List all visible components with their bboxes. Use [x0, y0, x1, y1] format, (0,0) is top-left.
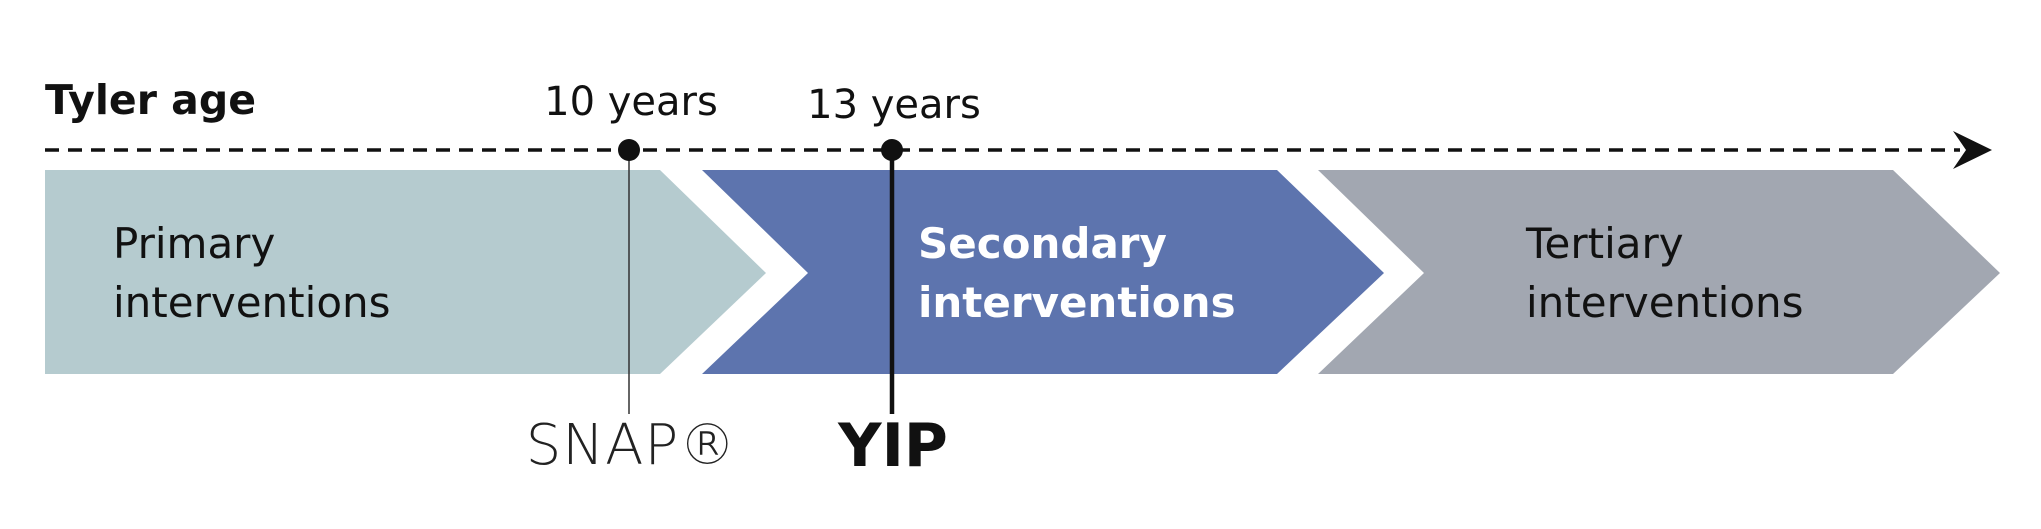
program-label-yip: YIP — [838, 411, 948, 481]
stage-secondary-label: Secondary interventions — [918, 214, 1236, 332]
marker-13-years-dot — [881, 139, 903, 161]
marker-10-years-dot — [618, 139, 640, 161]
stage-secondary-line1: Secondary — [918, 219, 1167, 268]
stage-tertiary-line2: interventions — [1526, 278, 1804, 327]
stage-primary-line2: interventions — [113, 278, 391, 327]
stage-secondary-chevron — [702, 170, 1384, 374]
axis-title: Tyler age — [45, 76, 257, 124]
stage-tertiary-chevron — [1318, 170, 2000, 374]
stage-tertiary-label: Tertiary interventions — [1526, 214, 1804, 332]
stage-tertiary-line1: Tertiary — [1526, 219, 1684, 268]
program-label-snap: SNAP® — [525, 413, 737, 478]
stage-primary-line1: Primary — [113, 219, 276, 268]
stage-primary-label: Primary interventions — [113, 214, 391, 332]
age-label-13-years: 13 years — [807, 82, 981, 128]
stage-primary-chevron — [45, 170, 766, 374]
timeline-arrowhead — [1953, 131, 1992, 169]
stage-secondary-line2: interventions — [918, 278, 1236, 327]
age-label-10-years: 10 years — [544, 79, 718, 125]
